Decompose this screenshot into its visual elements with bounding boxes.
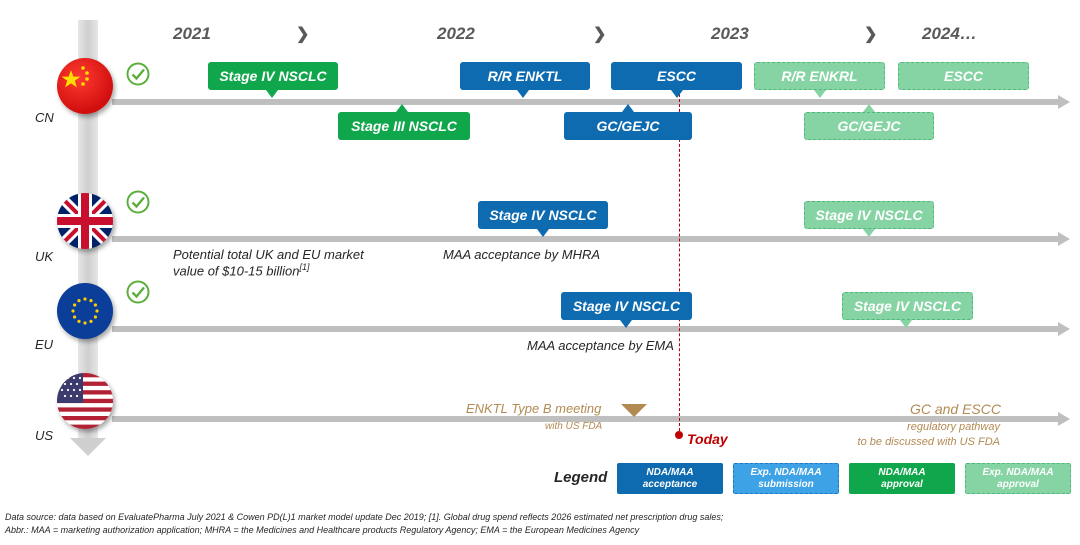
year-2022: 2022 (437, 24, 475, 43)
us-enktl-marker (621, 404, 647, 417)
milestone-pointer (814, 90, 826, 98)
year-2021: 2021 (173, 24, 211, 43)
track-cn-arrow (1058, 95, 1070, 109)
us-gc-note-line1: GC and ESCC (909, 401, 1001, 417)
china-flag-icon (57, 58, 113, 114)
today-dot (675, 431, 683, 439)
legend-exp-submission: Exp. NDA/MAA submission (733, 463, 839, 494)
milestone-cn-gc-gejc-expected: GC/GEJC (804, 112, 934, 140)
milestone-uk-stage4-nsclc-expected: Stage IV NSCLC (804, 201, 934, 229)
track-eu (112, 326, 1060, 332)
vertical-axis-arrow (70, 438, 106, 456)
track-uk-arrow (1058, 232, 1070, 246)
legend-title: Legend (554, 469, 608, 486)
footer-source: Data source: data based on EvaluatePharm… (5, 512, 724, 522)
track-uk (112, 236, 1060, 242)
milestone-eu-stage4-nsclc-expected: Stage IV NSCLC (842, 292, 973, 320)
milestone-pointer (671, 90, 683, 98)
today-label: Today (687, 431, 728, 447)
uk-market-note-line2-wrap: value of $10-15 billion[1] (173, 262, 364, 278)
country-label-uk: UK (35, 249, 54, 264)
milestone-pointer (863, 229, 875, 237)
track-us (112, 416, 1060, 422)
legend-exp-approval: Exp. NDA/MAA approval (965, 463, 1071, 494)
milestone-pointer (396, 104, 408, 112)
legend-item-line1: NDA/MAA (878, 466, 926, 478)
us-enktl-note-line1: ENKTL Type B meeting (466, 401, 602, 416)
ema-note: MAA acceptance by EMA (527, 338, 674, 353)
track-eu-arrow (1058, 322, 1070, 336)
milestone-cn-rr-enktl: R/R ENKTL (460, 62, 590, 90)
legend-item-line2: acceptance (642, 478, 698, 490)
milestone-cn-stage4-nsclc: Stage IV NSCLC (208, 62, 338, 90)
milestone-pointer (900, 320, 912, 328)
milestone-pointer (863, 104, 875, 112)
country-label-cn: CN (35, 110, 54, 125)
milestone-cn-stage3-nsclc: Stage III NSCLC (338, 112, 470, 140)
eu-flag-icon (57, 283, 113, 339)
milestone-cn-gc-gejc: GC/GEJC (564, 112, 692, 140)
legend-item-line2: approval (881, 478, 923, 490)
us-flag-icon (57, 373, 113, 429)
mhra-note: MAA acceptance by MHRA (443, 247, 601, 262)
year-2023: 2023 (711, 24, 749, 43)
milestone-cn-rr-enkrl-expected: R/R ENKRL (754, 62, 885, 90)
us-enktl-note-line2: with US FDA (545, 421, 603, 432)
uk-market-note-line2: value of $10-15 billion (173, 263, 300, 279)
milestone-pointer (622, 104, 634, 112)
track-cn (112, 99, 1060, 105)
country-label-eu: EU (35, 337, 54, 352)
milestone-cn-escc-expected: ESCC (898, 62, 1029, 90)
us-gc-note-line3: to be discussed with US FDA (857, 436, 1000, 448)
today-line (679, 84, 680, 436)
legend-item-line1: Exp. NDA/MAA (750, 466, 822, 478)
milestone-pointer (517, 90, 529, 98)
chevron-right-icon: ❯ (864, 26, 878, 43)
check-circle-icon (126, 280, 150, 304)
uk-market-note-line1: Potential total UK and EU market (173, 247, 364, 262)
check-circle-icon (126, 190, 150, 214)
footer-abbreviations: Abbr.: MAA = marketing authorization app… (5, 525, 640, 535)
uk-flag-icon (57, 193, 113, 249)
uk-market-note-ref: [1] (299, 262, 310, 272)
country-label-us: US (35, 428, 54, 443)
chevron-right-icon: ❯ (296, 26, 310, 43)
legend-item-line2: submission (758, 478, 814, 490)
milestone-pointer (537, 229, 549, 237)
chevron-right-icon: ❯ (593, 26, 607, 43)
legend-item-line1: Exp. NDA/MAA (982, 466, 1054, 478)
uk-market-note: Potential total UK and EU market value o… (173, 247, 364, 278)
milestone-eu-stage4-nsclc: Stage IV NSCLC (561, 292, 692, 320)
milestone-cn-escc: ESCC (611, 62, 742, 90)
legend-acceptance: NDA/MAA acceptance (617, 463, 723, 494)
milestone-pointer (620, 320, 632, 328)
legend-item-line1: NDA/MAA (646, 466, 694, 478)
us-gc-note-line2: regulatory pathway (907, 421, 1000, 433)
check-circle-icon (126, 62, 150, 86)
legend-approval: NDA/MAA approval (849, 463, 955, 494)
track-us-arrow (1058, 412, 1070, 426)
milestone-uk-stage4-nsclc: Stage IV NSCLC (478, 201, 608, 229)
milestone-pointer (266, 90, 278, 98)
year-2024: 2024… (922, 24, 977, 43)
legend-item-line2: approval (997, 478, 1039, 490)
